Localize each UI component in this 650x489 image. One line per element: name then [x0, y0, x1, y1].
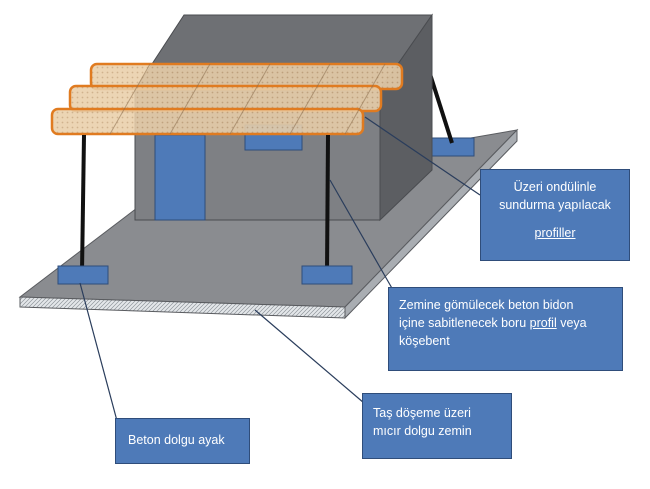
callout-pipe-line2c: veya	[556, 316, 587, 331]
callout-pipe-line2: içine sabitlenecek boru profil veya	[399, 314, 612, 332]
pillar-front-left	[80, 134, 86, 273]
callout-canopy-line2: sundurma yapılacak	[499, 198, 611, 213]
callout-floor-line2: mıcır dolgu zemin	[373, 424, 472, 439]
callout-floor-line1: Taş döşeme üzeri	[373, 406, 471, 420]
leader-pipe	[329, 179, 394, 291]
callout-pipe-line2a: içine sabitlenecek boru	[399, 316, 530, 331]
callout-pipe-line1: Zemine gömülecek beton bidon	[399, 298, 574, 312]
leader-profiles	[364, 116, 481, 196]
profile-bar-middle	[68, 84, 383, 113]
house-door	[154, 134, 206, 221]
callout-canopy-line3: profiller	[534, 226, 576, 241]
callout-canopy-line1: Üzeri ondülinle	[513, 180, 597, 194]
callout-foot-line1: Beton dolgu ayak	[128, 433, 225, 447]
footing-front-right	[301, 265, 353, 285]
pillar-front-right	[325, 134, 330, 273]
slab-right-edge	[344, 128, 518, 320]
callout-canopy-gap	[487, 214, 623, 224]
callout-pipe-line2b: profil	[529, 316, 557, 331]
profile-bar-front	[50, 107, 365, 136]
callout-pipe-line3: köşebent	[399, 334, 450, 349]
callout-canopy-profiles: Üzeri ondülinle sundurma yapılacak profi…	[480, 169, 630, 261]
callout-concrete-foot: Beton dolgu ayak	[115, 418, 250, 464]
pillar-back-right	[428, 73, 454, 144]
leader-floor	[254, 309, 365, 404]
footing-front-left	[57, 265, 109, 285]
canopy-profiles	[50, 62, 404, 136]
leader-foot	[79, 282, 121, 433]
callout-pipe-or-angle: Zemine gömülecek beton bidon içine sabit…	[388, 287, 623, 371]
callout-gravel-floor: Taş döşeme üzeri mıcır dolgu zemin	[362, 393, 512, 459]
